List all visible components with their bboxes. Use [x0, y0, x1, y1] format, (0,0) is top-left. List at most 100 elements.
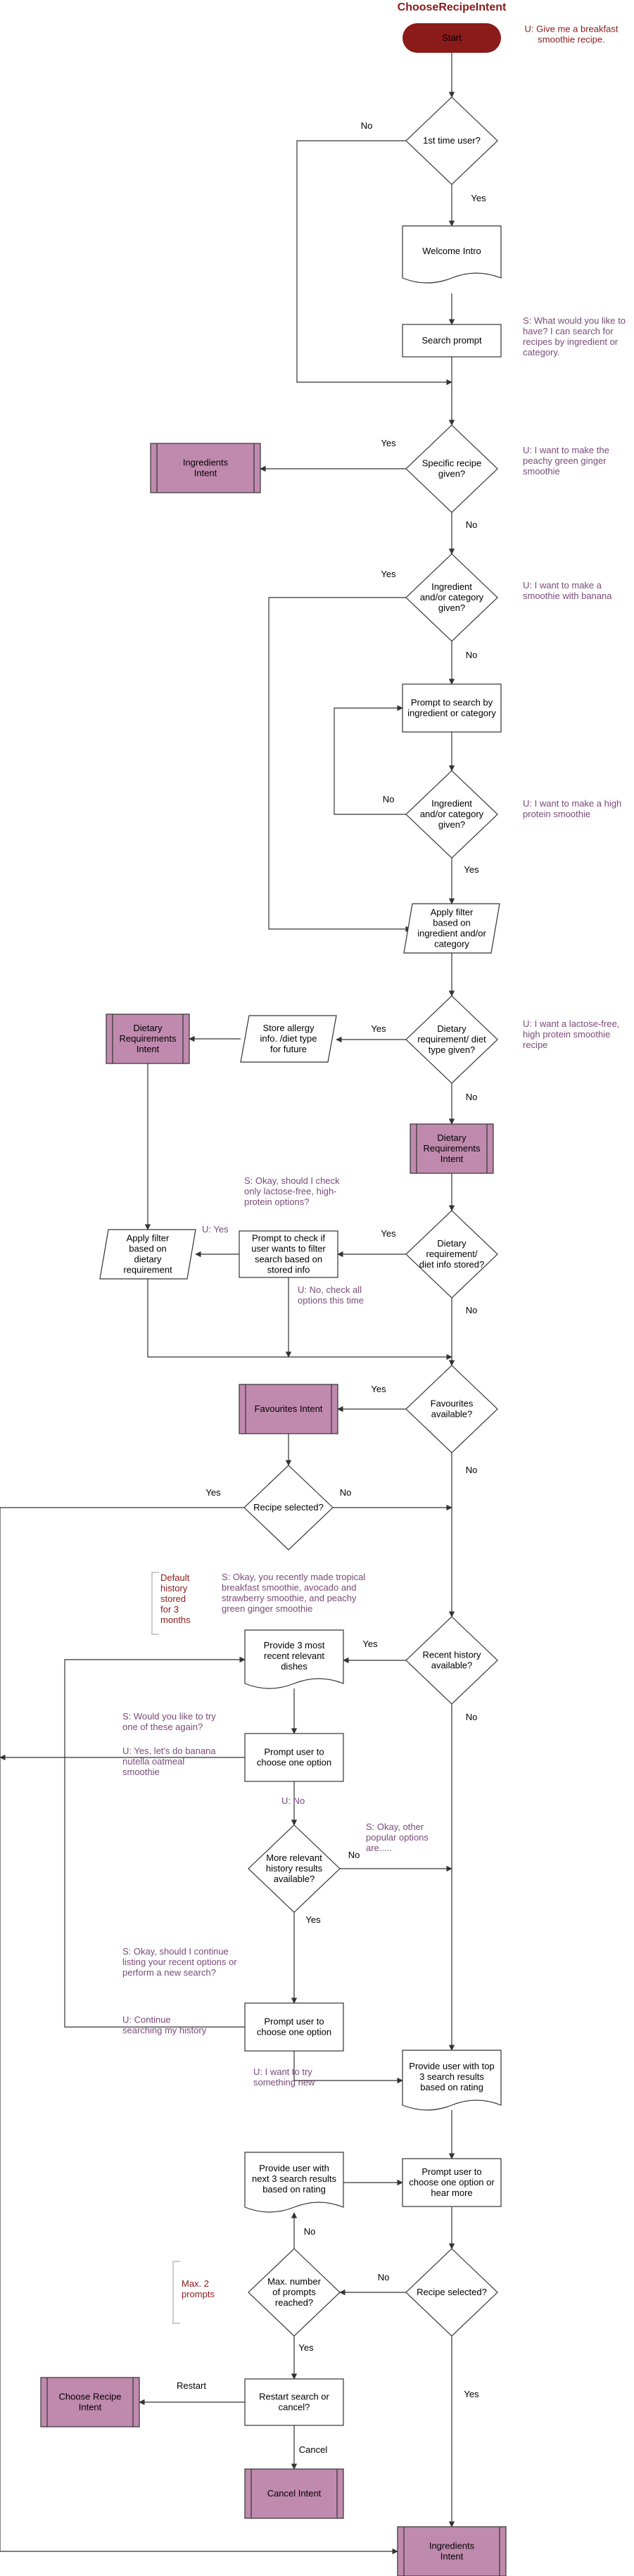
favourites-intent-line: Favourites Intent	[255, 1403, 323, 1414]
prompt-search-box	[402, 683, 502, 733]
ingredients-intent-top[interactable]	[150, 443, 261, 493]
prompt-choose-or-more-line: hear more	[431, 2187, 472, 2198]
dietary-intent-right-line: Requirements	[424, 1143, 481, 1154]
provide-next3-results-line: Provide user with	[259, 2163, 329, 2173]
connector	[0, 1507, 398, 2555]
ingredient-category-decision-2-line: and/or category	[420, 809, 484, 819]
provide-top3-results-line: Provide user with top	[409, 2061, 494, 2071]
edge-label-yes: Yes	[381, 1228, 396, 1239]
provide-recent-dishes	[244, 1629, 344, 1689]
edge-label-yes: Yes	[371, 1384, 386, 1394]
ingredient-category-decision-1-line: Ingredient	[431, 581, 472, 592]
store-allergy-info	[240, 1015, 337, 1063]
specific-recipe-decision-line: Specific recipe	[422, 458, 482, 469]
annotation-recent-line: green ginger smoothie	[222, 1603, 312, 1614]
more-history-decision-line: history results	[266, 1863, 323, 1874]
favourites-decision-line: available?	[431, 1409, 473, 1420]
prompt-search-box-line: Prompt to search by	[411, 697, 493, 708]
provide-top3-results	[402, 2050, 502, 2111]
dietary-stored-decision-line: Dietary	[437, 1238, 467, 1249]
annotation-check-yes-line: U: Yes	[202, 1224, 229, 1235]
annotation-specific-line: U: I want to make the	[523, 445, 609, 455]
annotation-search-line: category.	[523, 347, 560, 358]
edge-label-no: No	[378, 2272, 390, 2283]
max-prompts-decision	[248, 2248, 341, 2337]
apply-filter-ingredient-line: Apply filter	[431, 907, 474, 918]
dietary-intent-left[interactable]	[106, 1014, 190, 1064]
annotation-dietary-line: high protein smoothie	[523, 1029, 610, 1040]
edge-label-yes: Yes	[471, 193, 486, 203]
apply-filter-dietary-line: requirement	[123, 1265, 172, 1275]
annotation-ingcat1-line: smoothie with banana	[523, 591, 612, 601]
choose-recipe-intent[interactable]	[40, 2377, 140, 2427]
store-allergy-info-line: Store allergy	[263, 1023, 315, 1033]
page-title: ChooseRecipeIntent	[398, 1, 507, 13]
annotation-try-again-u-line: smoothie	[122, 1767, 160, 1777]
edge-label-yes: Yes	[381, 438, 396, 448]
annotation-specific-line: smoothie	[523, 466, 560, 476]
dietary-given-decision-line: Dietary	[437, 1023, 467, 1034]
provide-recent-dishes-line: Provide 3 most	[264, 1640, 325, 1650]
start-terminal	[402, 23, 501, 53]
annotation-search-line: S: What would you like to	[523, 315, 626, 326]
recipe-selected-decision-2	[405, 2248, 498, 2337]
dietary-intent-left-line: Dietary	[133, 1023, 163, 1033]
apply-filter-dietary-line: based on	[129, 1244, 167, 1254]
welcome-intro	[402, 225, 502, 284]
ingredients-intent-bottom-line: Ingredients	[429, 2541, 475, 2551]
edge-label-no: No	[466, 1092, 478, 1102]
connector	[296, 140, 452, 386]
first-time-user-decision	[405, 96, 498, 185]
prompt-choose-option-1	[244, 1733, 344, 1782]
edge-label-yes: Yes	[371, 1023, 386, 1034]
history-note-line: stored	[160, 1593, 186, 1604]
edge-label-restart: Restart	[177, 2380, 206, 2391]
annotation-try-again-u-line: nutella oatmeal	[122, 1756, 184, 1767]
annotation-dietary-line: recipe	[523, 1040, 547, 1050]
apply-filter-ingredient-line: ingredient and/or	[417, 928, 486, 939]
restart-or-cancel	[244, 2378, 344, 2426]
annotation-recent-line: breakfast smoothie, avocado and	[222, 1582, 357, 1593]
connector	[147, 1279, 452, 1360]
prompt-check-filter-line: Prompt to check if	[252, 1233, 325, 1244]
ingredients-intent-bottom-line: Intent	[440, 2551, 464, 2562]
max-prompts-decision-line: Max. number	[267, 2276, 322, 2287]
annotation-ingcat2-line: protein smoothie	[523, 809, 590, 819]
recent-history-decision-line: Recent history	[422, 1650, 481, 1660]
more-history-decision	[248, 1824, 341, 1913]
first-time-user-decision-line: 1st time user?	[423, 135, 481, 146]
ingredient-category-decision-1-line: and/or category	[420, 592, 484, 602]
edge-label-no: No	[304, 2226, 316, 2237]
ingredients-intent-top-line: Intent	[194, 468, 217, 479]
cancel-intent[interactable]	[244, 2468, 344, 2519]
ingredients-intent-bottom[interactable]	[397, 2526, 507, 2576]
favourites-intent[interactable]	[239, 1384, 338, 1434]
annotation-recent-line: strawberry smoothie, and peachy	[222, 1593, 357, 1603]
recipe-selected-decision-2-line: Recipe selected?	[417, 2287, 487, 2297]
annotation-continue-u-line: U: Continue	[122, 2014, 171, 2025]
annotation-continue-s-line: listing your recent options or	[122, 1957, 237, 1967]
annotation-other-popular-line: S: Okay, other	[366, 1821, 424, 1832]
max-prompts-decision-line: reached?	[275, 2297, 313, 2308]
edge-label-yes: Yes	[464, 864, 479, 875]
connector	[293, 2051, 403, 2084]
prompt-choose-or-more	[402, 2158, 502, 2207]
annotation-check-s-line: only lactose-free, high-	[244, 1186, 337, 1197]
annotation-new-line: U: I want to try	[253, 2066, 312, 2077]
annotation-continue-u-line: searching my history	[122, 2025, 207, 2035]
provide-recent-dishes-line: recent relevant	[264, 1650, 324, 1661]
prompt-choose-option-2	[244, 2002, 344, 2052]
annotation-recent-line: S: Okay, you recently made tropical	[222, 1572, 365, 1582]
store-allergy-info-line: for future	[270, 1044, 307, 1054]
dietary-intent-right[interactable]	[410, 1123, 494, 1174]
max-prompts-note-line: prompts	[182, 2289, 215, 2299]
annotation-dietary-line: U: I want a lactose-free,	[523, 1018, 619, 1029]
search-prompt	[402, 324, 502, 358]
dietary-intent-left-line: Requirements	[120, 1033, 177, 1044]
edge-label-yes: Yes	[381, 569, 396, 579]
edge-label-cancel: Cancel	[299, 2444, 328, 2455]
max-prompts-note-line: Max. 2	[182, 2278, 209, 2289]
annotation-u-no-line: U: No	[281, 1795, 305, 1806]
search-prompt-line: Search prompt	[421, 335, 482, 346]
